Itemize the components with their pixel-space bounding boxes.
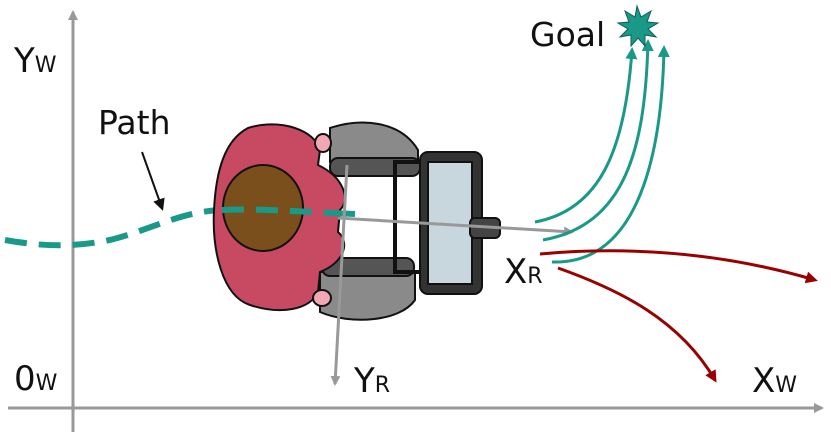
hand-top xyxy=(314,133,332,153)
feasible-trajectory-3 xyxy=(551,45,670,264)
robot-y-axis xyxy=(330,164,349,386)
wheelchair-wheel-top xyxy=(329,121,419,163)
world-x-label: XW xyxy=(752,361,797,401)
path-pointer-arrow xyxy=(141,151,165,211)
goal-starburst-icon xyxy=(616,4,660,48)
world-y-label: YW xyxy=(13,41,57,81)
feasible-trajectory-2 xyxy=(542,39,654,242)
hand-bottom xyxy=(312,289,332,307)
robot-y-label: YR xyxy=(353,361,390,401)
infeasible-trajectory-2 xyxy=(557,266,717,383)
goal-label: Goal xyxy=(530,15,605,54)
person-in-wheelchair xyxy=(212,121,501,321)
feasible-trajectory-1 xyxy=(534,47,638,224)
path-label: Path xyxy=(98,103,171,142)
planned-path-over-person xyxy=(221,206,356,217)
robot-x-axis xyxy=(337,216,574,237)
world-origin-label: 0W xyxy=(14,359,58,399)
robot-x-label: XR xyxy=(504,252,543,292)
wheelchair-wheel-bottom xyxy=(319,271,416,321)
wheelchair-frame xyxy=(393,160,423,274)
infeasible-trajectory-1 xyxy=(539,249,818,284)
